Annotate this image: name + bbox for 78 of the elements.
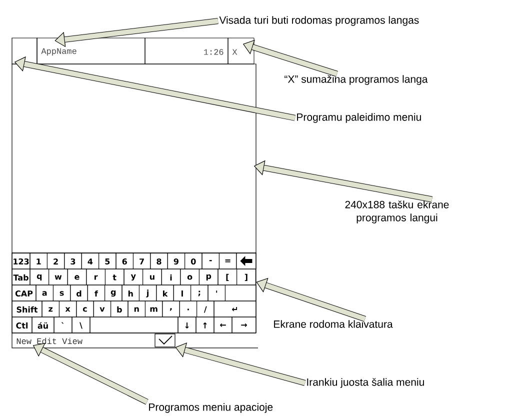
callout-text: “X” sumažina programos langa [284,75,428,85]
key: r [86,268,106,286]
key: → [232,316,256,334]
key: 1 [30,252,48,270]
callout-text: Programu paleidimo meniu [297,113,421,123]
menu-text: New Edit View [16,338,82,344]
key: q [30,268,50,286]
key: l [173,284,192,302]
key: Shift [12,300,42,318]
key: ' [208,284,226,302]
key: f [87,284,106,302]
callout-text: 240x188 tašku ekrane programos langui [345,200,449,224]
close-button: X [228,38,254,64]
title-text: AppName [36,38,146,64]
key: ← [214,316,232,334]
arrow [243,40,338,77]
key: ↓ [178,316,196,334]
key: u [142,268,162,286]
callout-text: Ekrane rodoma klaivatura [274,320,393,328]
key: v [93,300,112,318]
key: 0 [184,252,202,270]
key: i [161,268,181,286]
key: 6 [116,252,134,270]
key: s [52,284,71,302]
key: ↑ [196,316,214,334]
key: áü [32,316,54,334]
key: 7 [132,252,151,270]
key: 8 [150,252,168,270]
key: g [104,284,122,302]
key: [ [218,268,238,286]
key: c [76,300,94,318]
callout-text: Irankiu juosta šalia meniu [307,378,424,388]
key: . [179,300,198,318]
key: 4 [81,252,100,270]
key: j [138,284,157,302]
key: , [162,300,180,318]
start-button [12,38,38,64]
key: p [198,268,218,286]
clock-text: 1:26 [144,38,228,64]
key: m [144,300,163,318]
key: h [122,284,140,302]
key: 9 [167,252,186,270]
key: x [58,300,77,318]
key: ] [236,268,256,286]
arrow [14,56,296,121]
arrow [254,160,433,202]
key: 3 [64,252,82,270]
key: z [42,300,60,318]
key: w [48,268,68,286]
key: ; [190,284,208,302]
arrow [256,278,366,322]
key: a [36,284,54,302]
key: k [156,284,174,302]
key: 5 [98,252,116,270]
key: - [202,252,220,270]
callout-text: Programos meniu apacioje [149,403,273,413]
arrow [54,18,218,47]
arrow [33,343,148,405]
callout-text: Visada turi buti rodomas programos langas [219,16,419,26]
key: o [180,268,200,286]
key: CAP [12,284,36,302]
key: \ [72,316,90,334]
key: n [128,300,146,318]
key: Ctl [12,316,32,334]
key: 123 [12,252,30,270]
key: e [67,268,87,286]
key: Tab [12,268,30,286]
key: ↵ [214,300,256,318]
key: t [104,268,124,286]
checkbox-icon [154,334,176,348]
key: b [110,300,128,318]
key: y [124,268,144,286]
key: = [218,252,237,270]
key: 2 [46,252,65,270]
key: d [70,284,88,302]
key: / [196,300,214,318]
arrow [175,342,306,386]
key: ` [54,316,72,334]
